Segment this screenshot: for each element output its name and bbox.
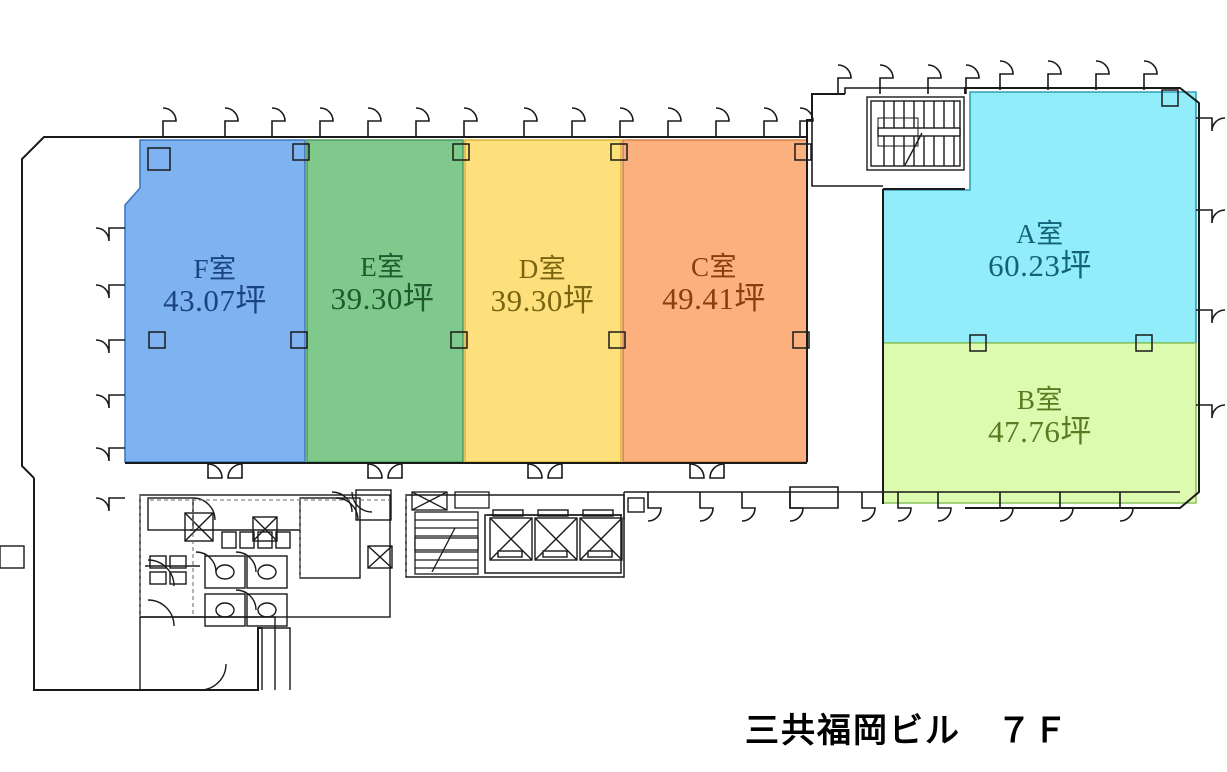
window-sashes-right xyxy=(1195,117,1226,419)
stairs-core xyxy=(411,491,490,575)
room-B[interactable] xyxy=(882,342,1197,504)
ab-top-sashes xyxy=(999,60,1158,91)
room-fills xyxy=(124,91,1197,504)
core-dashed-outline xyxy=(139,495,407,617)
room-C[interactable] xyxy=(622,139,808,463)
room-doors-bottom xyxy=(207,462,725,479)
columns xyxy=(147,89,1179,352)
window-sashes-top xyxy=(162,107,814,138)
elevator-bank xyxy=(487,509,623,561)
service-shafts-right xyxy=(331,489,645,521)
plan-title: 三共福岡ビル ７Ｆ xyxy=(745,711,1069,751)
room-E[interactable] xyxy=(306,139,464,463)
service-core-left xyxy=(0,494,393,691)
upper-corridor xyxy=(811,64,980,187)
stairs-north xyxy=(866,96,965,171)
room-D[interactable] xyxy=(464,139,622,463)
corridor-wall xyxy=(624,486,1180,509)
room-F[interactable] xyxy=(124,139,306,463)
window-sashes-left xyxy=(95,227,126,512)
